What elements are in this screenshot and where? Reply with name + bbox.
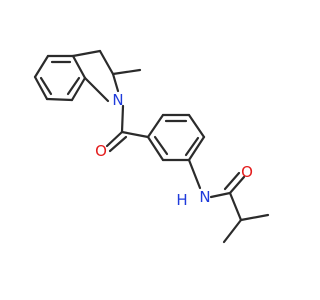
bond	[187, 113, 206, 139]
bond	[239, 213, 270, 222]
background	[0, 0, 300, 300]
atom-label-n-indoline: N	[112, 91, 123, 109]
bond	[111, 72, 120, 93]
bond	[223, 171, 241, 191]
bond	[146, 135, 165, 162]
bond	[111, 68, 142, 76]
bond	[70, 76, 87, 102]
bond	[228, 191, 243, 222]
atom-label-o-ketone: O	[95, 142, 107, 160]
bond	[83, 76, 110, 103]
bond	[33, 75, 49, 101]
bond-group	[33, 49, 270, 244]
bond	[71, 49, 102, 58]
bond	[187, 158, 202, 190]
molecule-structure: N O N H O	[0, 0, 300, 300]
bond	[108, 135, 128, 153]
bond	[146, 113, 165, 139]
bond	[66, 76, 81, 96]
bond	[98, 49, 115, 76]
bond	[45, 97, 74, 102]
bond	[184, 136, 200, 157]
bond	[39, 76, 53, 96]
bond	[209, 191, 232, 199]
bond	[187, 135, 206, 162]
bond	[120, 104, 125, 134]
atom-label-h-amide: H	[176, 191, 187, 209]
bond	[120, 130, 150, 139]
atom-label-n-amide: N	[199, 188, 210, 206]
atom-label-o-amide: O	[241, 163, 253, 181]
bond	[153, 135, 169, 156]
bond	[222, 218, 243, 244]
bond	[105, 130, 124, 148]
bond	[71, 54, 87, 80]
atom-label-group: N O N H O	[95, 91, 253, 209]
bond	[33, 54, 50, 79]
molecule-diagram: N O N H O	[0, 0, 300, 300]
bond	[228, 175, 246, 195]
